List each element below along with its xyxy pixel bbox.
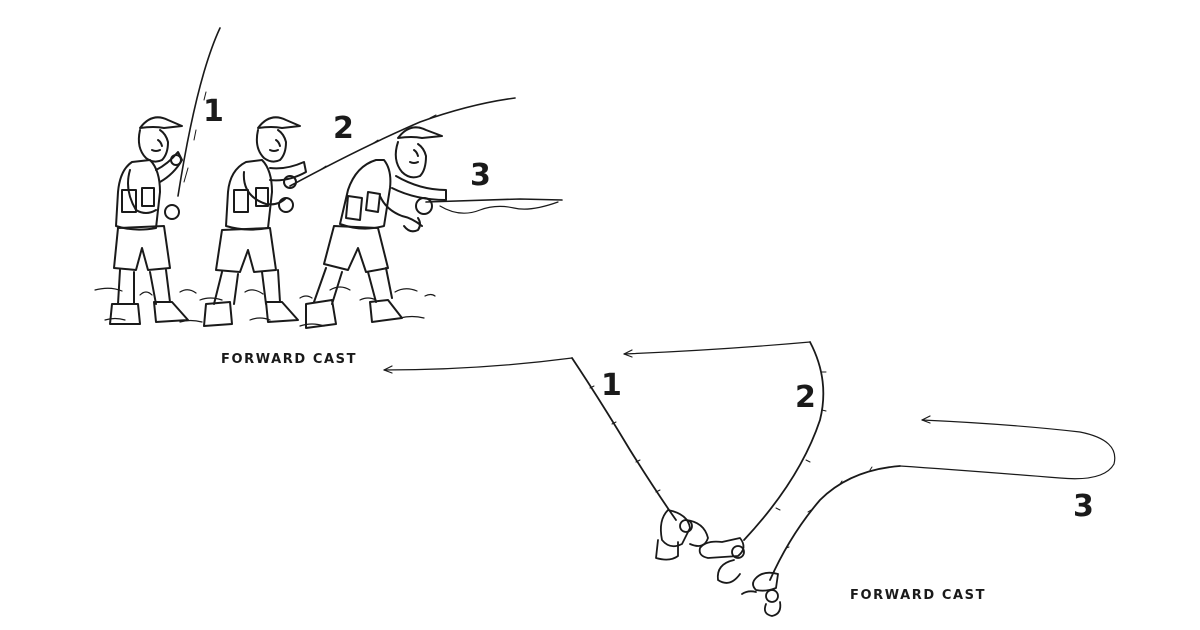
- rod-3-rod: [769, 465, 901, 581]
- rod-1-hand: [655, 509, 709, 561]
- angler-3-head: [394, 141, 427, 179]
- top-step-label-1: 1: [203, 94, 224, 129]
- angler-2-cap: [257, 116, 301, 129]
- angler-2-head: [255, 129, 287, 163]
- bottom-step-label-3: 3: [1073, 489, 1094, 524]
- angler-3-vest: [339, 159, 392, 230]
- ground-grass: [94, 286, 436, 327]
- angler-2-arm: [269, 161, 307, 182]
- angler-3-boots: [305, 299, 403, 329]
- rod-positions-panel: 1 2 3 FORWARD CAST: [383, 341, 1116, 617]
- top-panel-caption: FORWARD CAST: [221, 352, 357, 367]
- rod-3-fly: [921, 415, 931, 424]
- angler-3-shorts: [323, 225, 389, 273]
- rod-1-rod: [571, 357, 677, 521]
- rod-1-line: [383, 357, 573, 371]
- rod-position-2: [623, 341, 827, 584]
- rod-2-line: [623, 341, 811, 355]
- bottom-step-label-2: 2: [795, 380, 816, 415]
- angler-1-boots: [109, 301, 189, 325]
- bottom-step-label-1: 1: [601, 368, 622, 403]
- top-step-label-2: 2: [333, 111, 354, 146]
- angler-2-boots: [203, 301, 299, 327]
- angler-sequence-panel: 1 2 3 FORWARD CAST: [94, 27, 563, 367]
- rod-position-3: [741, 415, 1116, 617]
- angler-1-shorts: [113, 225, 171, 271]
- angler-1-cap: [139, 116, 183, 129]
- rod-3-line: [899, 419, 1116, 480]
- angler-3-cap: [397, 126, 443, 139]
- rod-3-hand: [741, 571, 782, 617]
- angler-2: [203, 116, 307, 327]
- rod-2-hand: [698, 537, 745, 584]
- angler-2-rod: [289, 97, 516, 187]
- angler-3: [305, 126, 447, 329]
- rod-position-1: [383, 357, 709, 561]
- angler-1: [109, 116, 189, 325]
- top-step-label-3: 3: [470, 158, 491, 193]
- angler-3-arm: [391, 175, 447, 201]
- angler-3-line: [439, 201, 559, 214]
- rod-1-fly: [383, 365, 393, 374]
- angler-1-head: [137, 129, 169, 163]
- angler-1-vest: [115, 159, 161, 231]
- rod-2-rod: [743, 341, 825, 541]
- angler-3-rod: [425, 198, 563, 203]
- angler-1-rod: [177, 27, 221, 197]
- angler-2-shorts: [215, 227, 277, 273]
- rod-2-fly: [623, 349, 633, 358]
- bottom-panel-caption: FORWARD CAST: [850, 588, 986, 603]
